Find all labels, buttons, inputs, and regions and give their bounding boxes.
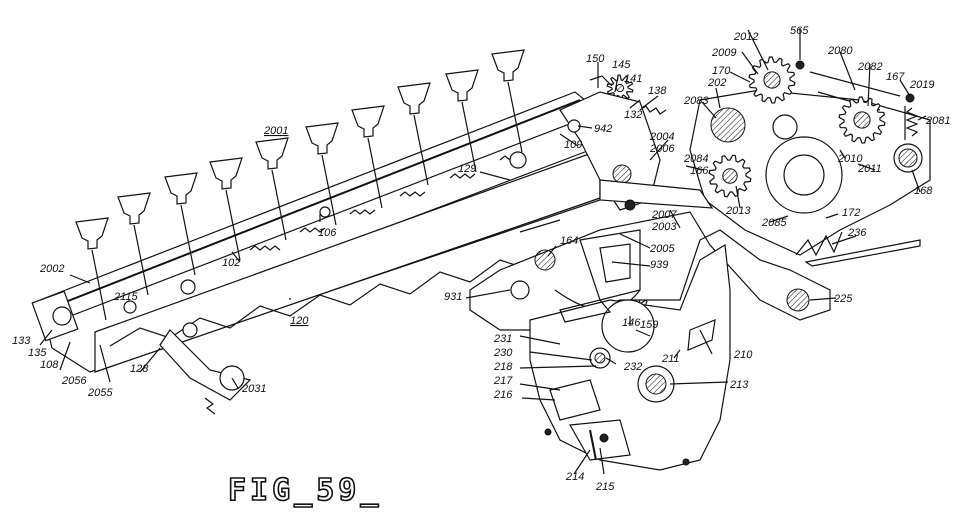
lower-body <box>529 244 731 471</box>
ref-2115: 2115 <box>113 291 139 303</box>
gear-167 <box>838 96 886 144</box>
key-6 <box>305 122 339 226</box>
ref-939: 939 <box>650 259 668 271</box>
ref-217: 217 <box>493 375 513 387</box>
ref-214: 214 <box>565 471 584 483</box>
pinion-arm <box>559 75 714 211</box>
ref-172: 172 <box>842 207 860 219</box>
ref-2013: 2013 <box>725 205 751 217</box>
ref-102: 102 <box>222 257 240 269</box>
ref-2012: 2012 <box>733 31 758 43</box>
ref-146: 146 <box>622 317 641 329</box>
ref-232: 232 <box>623 361 642 373</box>
key-3 <box>164 172 198 276</box>
ref-128: 128 <box>130 363 149 375</box>
leader-lines <box>39 28 927 475</box>
ref-236: 236 <box>847 227 867 239</box>
ref-2055: 2055 <box>87 387 113 399</box>
ref-2009: 2009 <box>711 47 736 59</box>
ref-2083: 2083 <box>683 95 709 107</box>
ref-106: 106 <box>318 227 337 239</box>
ref-2056: 2056 <box>61 375 87 387</box>
ref-108: 108 <box>40 359 59 371</box>
ref-231: 231 <box>493 333 512 345</box>
ref-213: 213 <box>729 379 749 391</box>
ref-2085: 2085 <box>761 217 787 229</box>
ref-2003: 2003 <box>651 221 677 233</box>
ref-225: 225 <box>833 293 853 305</box>
ref-2011: 2011 <box>857 163 882 175</box>
ref-216: 216 <box>493 389 513 401</box>
ref-166: 166 <box>690 165 709 177</box>
key-4 <box>209 157 243 261</box>
key-8 <box>397 82 431 186</box>
ref-2004: 2004 <box>649 131 674 143</box>
key-10 <box>491 49 525 153</box>
reference-numerals: 150 145 141 138 132 942 109 2001 129 106 102 2002 21… <box>12 25 950 493</box>
ref-167: 167 <box>886 71 905 83</box>
ref-2010: 2010 <box>837 153 863 165</box>
gear-170 <box>748 56 796 104</box>
ref-2005: 2005 <box>649 243 675 255</box>
key-carriage <box>31 91 601 415</box>
ref-2006: 2006 <box>649 143 675 155</box>
ref-135: 135 <box>28 347 47 359</box>
ref-931: 931 <box>444 291 462 303</box>
figure-caption: FIG_59_ <box>228 473 382 508</box>
ref-2080: 2080 <box>827 45 853 57</box>
key-5 <box>255 137 289 241</box>
ref-159: 159 <box>640 319 658 331</box>
ref-2002: 2002 <box>39 263 64 275</box>
ref-2007: 2007 <box>651 209 677 221</box>
ref-942: 942 <box>594 123 612 135</box>
ref-218: 218 <box>493 361 513 373</box>
ref-215: 215 <box>595 481 615 493</box>
ref-145: 145 <box>612 59 631 71</box>
ref-2082: 2082 <box>857 61 882 73</box>
ref-565: 565 <box>790 25 809 37</box>
ref-230: 230 <box>493 347 513 359</box>
ref-202: 202 <box>707 77 726 89</box>
ref-2001: 2001 <box>263 125 288 137</box>
carriage-springs <box>249 155 521 251</box>
ref-2081: 2081 <box>925 115 950 127</box>
ref-211: 211 <box>661 353 680 365</box>
ref-133: 133 <box>12 335 31 347</box>
key-7 <box>351 105 385 209</box>
key-1 <box>75 217 109 321</box>
ref-120: 120 <box>290 315 309 327</box>
key-9 <box>445 69 479 173</box>
ref-170: 170 <box>712 65 731 77</box>
ref-210: 210 <box>733 349 753 361</box>
key-2 <box>117 192 151 296</box>
ref-2031: 2031 <box>241 383 266 395</box>
ref-2019: 2019 <box>909 79 934 91</box>
ref-164: 164 <box>560 235 578 247</box>
ref-168: 168 <box>914 185 933 197</box>
gear-2013 <box>708 154 752 198</box>
pinion-145 <box>606 74 634 102</box>
ref-150: 150 <box>586 53 605 65</box>
ref-129: 129 <box>458 163 476 175</box>
ref-2084: 2084 <box>683 153 708 165</box>
key-row <box>75 49 525 321</box>
ref-141: 141 <box>624 73 642 85</box>
ref-132: 132 <box>624 109 642 121</box>
ref-109: 109 <box>564 139 582 151</box>
ref-138: 138 <box>648 85 667 97</box>
